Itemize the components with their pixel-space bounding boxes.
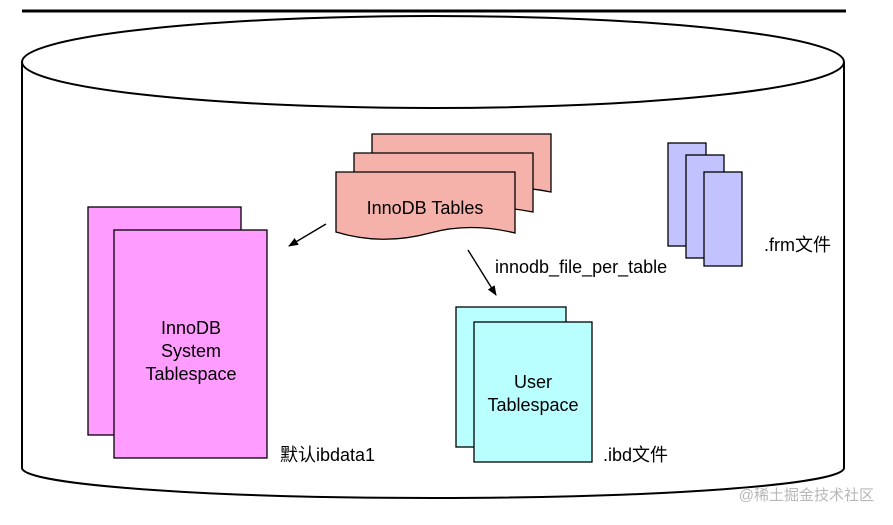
innodb-tables-label: InnoDB Tables <box>367 198 484 218</box>
innodb-table-page-front <box>335 171 516 240</box>
system-tablespace-line-3: Tablespace <box>145 364 236 384</box>
system-tablespace-line-1: InnoDB <box>161 318 221 338</box>
system-tablespace-line-2: System <box>161 341 221 361</box>
innodb-tables-stack: InnoDB Tables <box>335 133 552 240</box>
system-tablespace-stack: InnoDB System Tablespace <box>87 206 268 459</box>
user-tablespace-line-2: Tablespace <box>487 395 578 415</box>
frm-label: .frm文件 <box>764 235 831 255</box>
ibdata-label: 默认ibdata1 <box>280 445 375 465</box>
cylinder-top <box>21 15 845 109</box>
arrow-to-user-tablespace <box>467 249 497 296</box>
watermark: @稀土掘金技术社区 <box>739 487 874 504</box>
file-per-table-label: innodb_file_per_table <box>495 257 667 278</box>
frm-file-front <box>703 171 743 267</box>
arrow-to-system-tablespace <box>288 223 327 247</box>
user-tablespace-stack: User Tablespace <box>455 306 593 463</box>
ibd-label: .ibd文件 <box>603 445 668 465</box>
frm-files-stack <box>667 142 743 267</box>
user-tablespace-page-front <box>473 321 593 463</box>
system-tablespace-page-front <box>113 229 268 459</box>
user-tablespace-line-1: User <box>514 372 552 392</box>
